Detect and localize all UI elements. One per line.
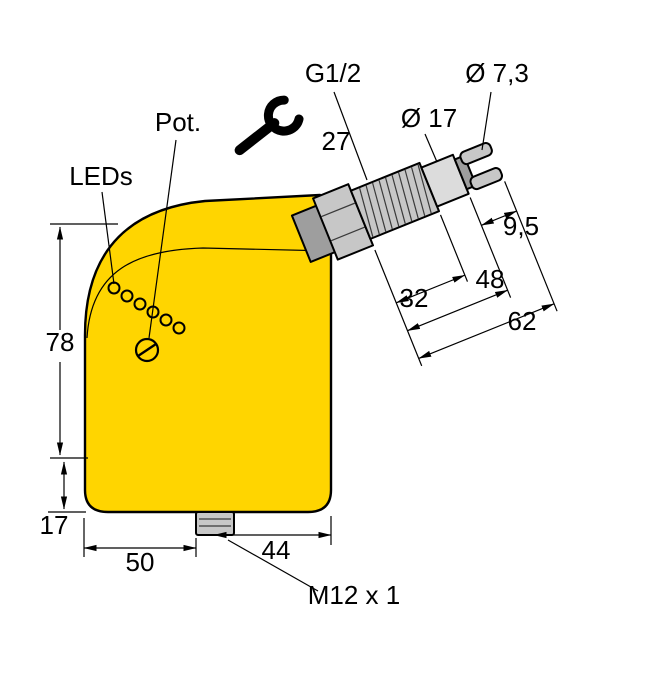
thread-size-label: G1/2 <box>305 58 361 88</box>
body-silhouette <box>83 193 333 514</box>
body-top-fold-line <box>86 247 332 339</box>
led-row <box>107 281 186 335</box>
dim-label-78: 78 <box>46 327 75 357</box>
width-dimension-44 <box>213 516 332 545</box>
leds-label: LEDs <box>69 161 133 191</box>
dim-label-62: 62 <box>508 306 537 336</box>
hex-facet-line <box>330 226 365 242</box>
wrench-jaw <box>263 95 304 136</box>
leader-lines <box>101 91 492 592</box>
dim-line-62 <box>418 303 555 360</box>
depth-dimension-50 <box>83 518 197 557</box>
cable-diameter-label: Ø 7,3 <box>465 58 529 88</box>
dim-label-44: 44 <box>262 535 291 565</box>
led-icon <box>159 313 173 327</box>
axial-extension-lines <box>374 181 558 367</box>
dim-label-9-5: 9,5 <box>503 211 539 241</box>
led-icon <box>172 321 186 335</box>
m12-connector-stub <box>195 511 235 536</box>
connector-body <box>195 511 235 536</box>
housing-diameter-label: Ø 17 <box>401 103 457 133</box>
sensor-body <box>83 193 333 514</box>
led-icon <box>107 281 121 295</box>
process-fitting <box>290 142 558 367</box>
pot-label: Pot. <box>155 107 201 137</box>
thread-size-leader <box>333 91 368 181</box>
axial-dimension-lines <box>395 210 555 360</box>
potentiometer <box>134 337 160 363</box>
led-icon <box>120 289 134 303</box>
pot-leader <box>148 139 177 339</box>
hex-facet-line <box>321 202 356 218</box>
wrench-icon <box>234 95 304 156</box>
base-height-dimension-17 <box>48 461 86 513</box>
lower-pin <box>469 167 504 191</box>
housing-diameter-leader <box>424 133 438 163</box>
connector-leader <box>227 539 319 592</box>
wrench-size-label: 27 <box>322 126 351 156</box>
thread-lines <box>359 164 432 237</box>
cable-diameter-leader <box>481 91 492 151</box>
connector-label: M12 x 1 <box>308 580 401 610</box>
dim-label-48: 48 <box>476 264 505 294</box>
potentiometer-slot <box>137 343 157 357</box>
dim-line-9-5 <box>480 210 518 226</box>
leds-leader <box>101 191 115 285</box>
dim-label-32: 32 <box>400 283 429 313</box>
dim-label-50: 50 <box>126 547 155 577</box>
dim-label-17: 17 <box>40 510 69 540</box>
upper-pin <box>459 142 493 166</box>
led-icon <box>133 297 147 311</box>
height-dimension-78 <box>50 223 118 459</box>
